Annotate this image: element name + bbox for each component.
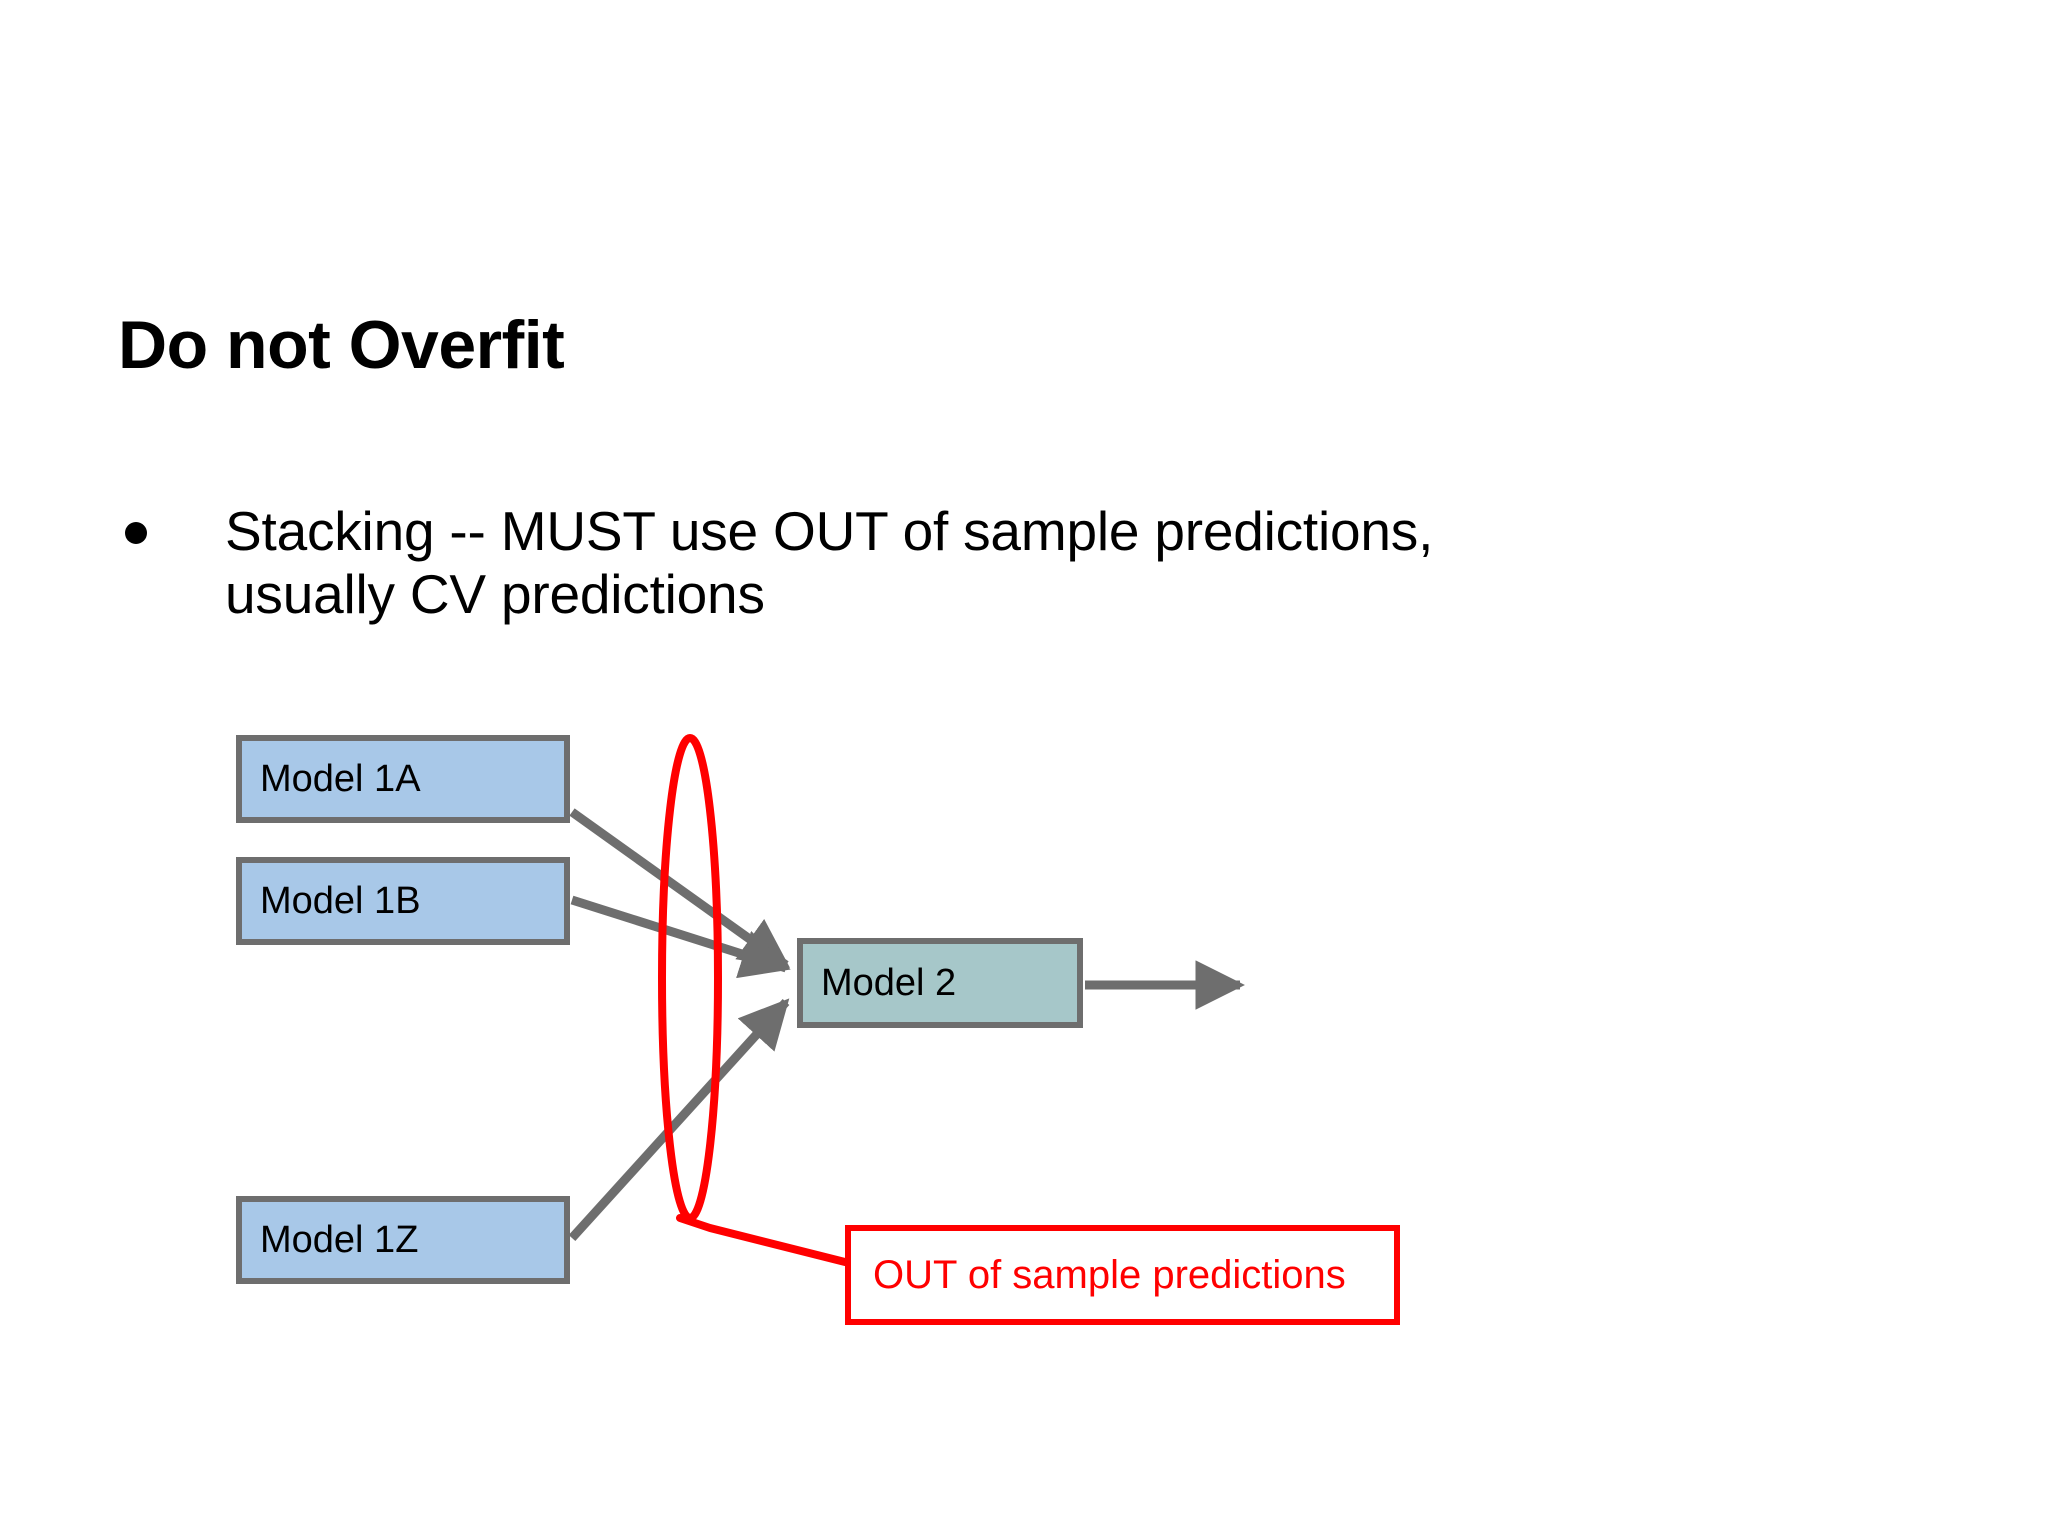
callout-label: OUT of sample predictions xyxy=(873,1253,1346,1297)
model-box-1z-label: Model 1Z xyxy=(260,1219,419,1261)
model-box-2[interactable]: Model 2 xyxy=(797,938,1083,1028)
bullet-list: Stacking -- MUST use OUT of sample predi… xyxy=(125,500,1825,627)
model-box-1z[interactable]: Model 1Z xyxy=(236,1196,570,1284)
arrow-model1a-to-model2 xyxy=(569,808,791,969)
bullet-line-2: usually CV predictions xyxy=(225,563,765,626)
model-box-1b[interactable]: Model 1B xyxy=(236,857,570,945)
arrow-model1b-to-model2 xyxy=(570,895,791,979)
callout-out-of-sample-predictions[interactable]: OUT of sample predictions xyxy=(845,1225,1400,1325)
bullet-line-1: Stacking -- MUST use OUT of sample predi… xyxy=(225,500,1434,562)
page-title: Do not Overfit xyxy=(118,307,565,383)
model-box-2-label: Model 2 xyxy=(821,962,957,1004)
callout-leader-line xyxy=(676,1214,849,1266)
model-box-1b-label: Model 1B xyxy=(260,880,421,922)
list-item: Stacking -- MUST use OUT of sample predi… xyxy=(125,500,1825,627)
arrow-model1z-to-model2 xyxy=(568,998,790,1242)
model-box-1a[interactable]: Model 1A xyxy=(236,735,570,823)
bullet-dot-icon xyxy=(125,522,147,544)
model-box-1a-label: Model 1A xyxy=(260,758,421,800)
red-ellipse-highlight xyxy=(658,734,722,1222)
